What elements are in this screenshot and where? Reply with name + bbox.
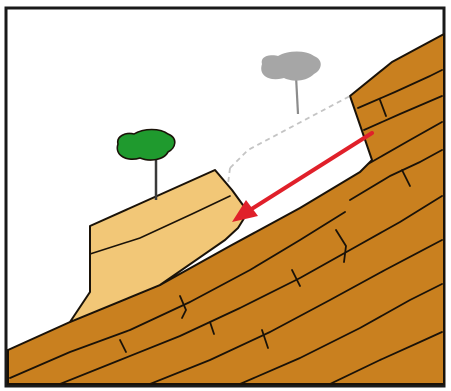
- tree-canopy: [117, 130, 174, 161]
